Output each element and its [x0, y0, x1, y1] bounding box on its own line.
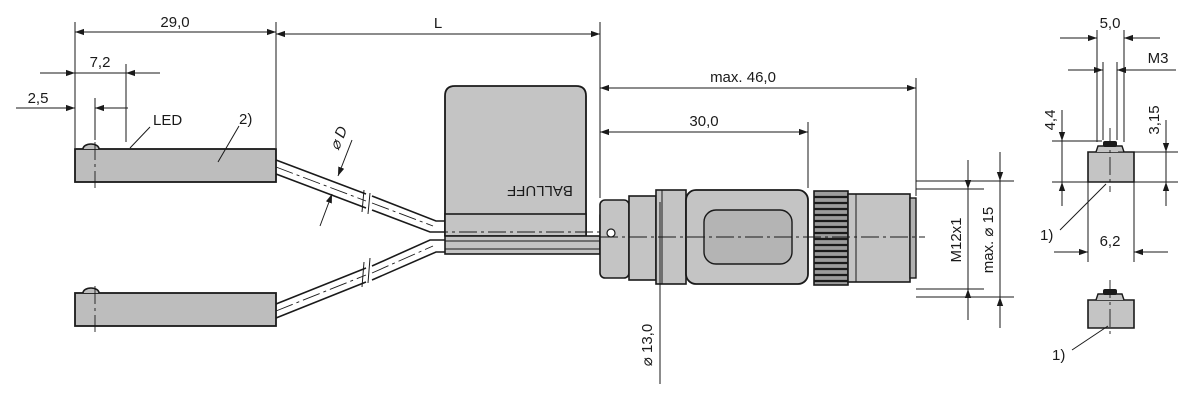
note-1-callout-upper: 1)	[1040, 183, 1107, 244]
note-2-label: 2)	[239, 111, 252, 128]
max-diameter-label: max. ⌀ 15	[980, 207, 997, 274]
note-1-lower-label: 1)	[1052, 347, 1065, 364]
note-2-callout: 2)	[217, 111, 252, 163]
dim-screw-height: 3,15	[1118, 105, 1178, 206]
splitter-housing: BALLUFF	[430, 85, 620, 255]
dim-led-offset: 7,2	[40, 54, 160, 142]
dim-end-height: 4,4	[1042, 110, 1102, 206]
end-view-upper	[1087, 128, 1135, 192]
screw-height-label: 3,15	[1146, 105, 1163, 134]
max-connector-length-label: max. 46,0	[710, 69, 776, 86]
dim-cable-diameter: ⌀ D	[319, 124, 353, 227]
led-offset-label: 7,2	[90, 54, 111, 71]
dim-end-base-width: 6,2	[1054, 182, 1168, 262]
dim-thread-size: M12x1	[916, 160, 984, 320]
end-view-lower	[1087, 280, 1135, 338]
dim-screw-size: M3	[1068, 50, 1176, 140]
upper-sensor-head	[74, 142, 277, 188]
dim-max-connector-length: max. 46,0	[600, 69, 917, 196]
end-width-label: 5,0	[1100, 15, 1121, 32]
led-callout: LED	[129, 112, 182, 149]
m12-connector	[599, 189, 925, 286]
led-label: LED	[153, 112, 182, 129]
dim-end-width: 5,0	[1060, 15, 1160, 142]
brand-label: BALLUFF	[507, 182, 573, 199]
cable-diameter-label: ⌀ D	[326, 124, 351, 153]
note-1-upper-label: 1)	[1040, 227, 1053, 244]
total-length-label: 29,0	[160, 14, 189, 31]
dim-nut-diameter: ⌀ 13,0	[639, 202, 661, 384]
nut-diameter-label: ⌀ 13,0	[639, 324, 656, 366]
note-1-callout-lower: 1)	[1052, 325, 1109, 364]
dim-nut-length: 30,0	[600, 113, 809, 188]
lower-cable	[275, 239, 445, 319]
dim-total-length: 29,0	[74, 14, 277, 148]
cable-length-label: L	[434, 15, 442, 32]
end-height-label: 4,4	[1042, 110, 1059, 131]
nut-length-label: 30,0	[689, 113, 718, 130]
dim-mount-offset: 2,5	[16, 90, 128, 140]
end-base-width-label: 6,2	[1100, 233, 1121, 250]
thread-size-label: M12x1	[948, 217, 965, 262]
lower-sensor-head	[74, 286, 277, 332]
dim-cable-length: L	[276, 15, 601, 198]
screw-size-label: M3	[1148, 50, 1169, 67]
dim-max-diameter: max. ⌀ 15	[916, 152, 1014, 328]
upper-cable	[275, 159, 445, 233]
mount-offset-label: 2,5	[28, 90, 49, 107]
